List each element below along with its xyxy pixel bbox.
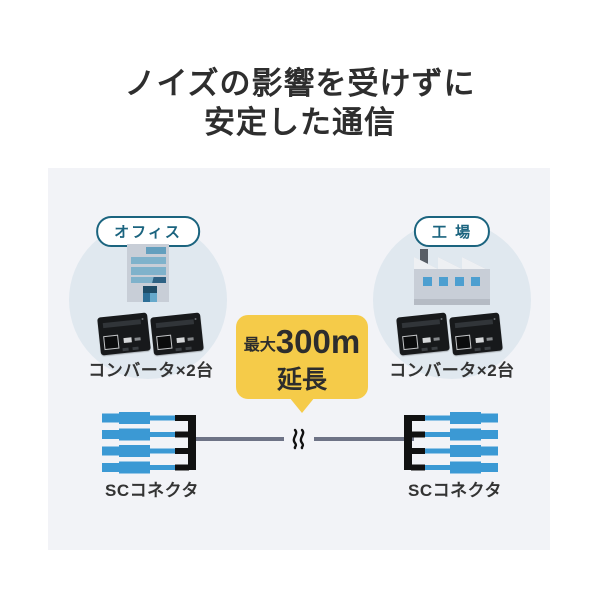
device-port-detail [185, 346, 192, 351]
office-building-icon [127, 244, 169, 302]
office-converter-label: コンバータ×2台 [88, 361, 214, 380]
device-port-detail [475, 337, 484, 344]
device-led [440, 317, 443, 321]
device-port-detail [431, 346, 438, 351]
media-converter-device [97, 312, 151, 356]
page-title: ノイズの影響を受けずに 安定した通信 [0, 64, 600, 142]
media-converter-device [396, 312, 450, 356]
device-port-detail [175, 347, 182, 352]
callout-value: 300m [275, 323, 361, 360]
device-port-detail [123, 337, 132, 344]
factory-sc-connector-label: SCコネクタ [408, 481, 502, 500]
building-door-lintel [142, 285, 158, 293]
device-port-detail [474, 347, 481, 352]
device-port-detail [433, 337, 440, 341]
device-port-detail [484, 346, 491, 351]
rj45-port [103, 334, 120, 351]
device-label-strip [454, 319, 494, 329]
office-sc-connector-label: SCコネクタ [105, 481, 199, 500]
factory-converter-label: コンバータ×2台 [389, 361, 515, 380]
device-led [194, 317, 197, 321]
device-label-strip [155, 319, 195, 329]
building-window-row [131, 267, 166, 275]
media-converter-device [150, 312, 204, 356]
rj45-port [402, 334, 419, 351]
device-port-detail [134, 337, 141, 341]
device-port-detail [122, 347, 129, 352]
callout-line-1: 最大300m [236, 325, 368, 366]
factory-badge: 工 場 [413, 216, 491, 247]
device-port-detail [132, 346, 139, 351]
rj45-port [156, 334, 173, 351]
building-window-row [145, 247, 166, 254]
building-window-row [131, 256, 166, 265]
device-port-detail [486, 337, 493, 341]
media-converter-device [449, 312, 503, 356]
device-label-strip [102, 319, 142, 329]
line-break-icon [284, 426, 314, 452]
device-led [493, 317, 496, 321]
callout-suffix: 延長 [276, 366, 327, 394]
sc-connector-bundle-left [102, 412, 196, 474]
device-port-detail [176, 337, 185, 344]
device-led [141, 317, 144, 321]
callout-prefix: 最大 [243, 337, 276, 354]
device-port-detail [187, 337, 194, 341]
office-badge: オフィス [96, 216, 200, 247]
max-distance-callout: 最大300m 延長 [236, 315, 368, 399]
building-window-row [131, 277, 166, 284]
rj45-port [455, 334, 472, 351]
title-line-1: ノイズの影響を受けずに [124, 66, 476, 101]
title-line-2: 安定した通信 [204, 105, 396, 140]
device-port-detail [421, 347, 428, 352]
device-port-detail [422, 337, 431, 344]
device-label-strip [401, 319, 441, 329]
callout-tail [289, 397, 315, 413]
factory-icon [414, 249, 490, 305]
sc-connector-bundle-right [404, 412, 498, 474]
